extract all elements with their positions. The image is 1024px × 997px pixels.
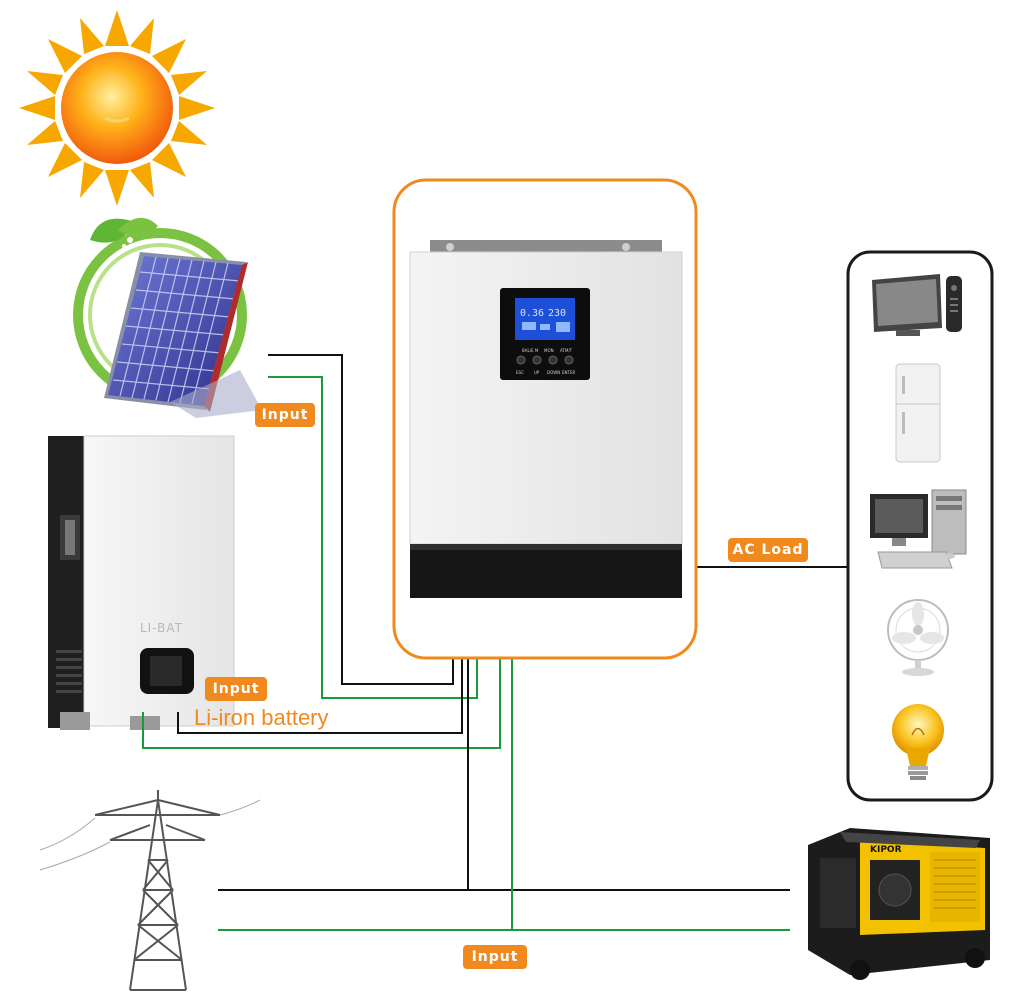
panel-button-esc[interactable]: [517, 356, 525, 364]
panel-label-enter: ENTER: [562, 370, 575, 375]
lcd-reading-right: 230: [548, 308, 566, 319]
solar-input-tag: Input: [255, 403, 315, 427]
battery-brand-label: LI-BAT: [140, 621, 183, 635]
battery-input-tag: Input: [205, 677, 267, 701]
panel-label-down: DOWN: [547, 370, 560, 375]
inverter-unit: 0.36 230 BAL/E M MON ATM/T ESC UP DOWN E…: [410, 240, 682, 598]
ac-load-tag: AC Load: [728, 538, 808, 562]
panel-label-3: ATM/T: [560, 348, 573, 353]
panel-label-1: BAL/E M: [522, 348, 539, 353]
panel-label-2: MON: [544, 348, 554, 353]
lcd-reading-left: 0.36: [520, 308, 544, 319]
sun-icon: [19, 10, 215, 206]
panel-button-enter[interactable]: [565, 356, 573, 364]
panel-label-up: UP: [534, 370, 540, 375]
panel-button-down[interactable]: [549, 356, 557, 364]
generator-brand-label: KIPOR: [870, 845, 902, 855]
panel-button-up[interactable]: [533, 356, 541, 364]
battery-caption: Li-iron battery: [194, 705, 329, 731]
computer-icon: [870, 490, 966, 568]
grid-input-tag: Input: [463, 945, 527, 969]
panel-label-esc: ESC: [516, 370, 524, 375]
solar-panel-icon: [78, 218, 262, 418]
tv-icon: [872, 274, 962, 336]
lcd-screen: [515, 298, 575, 340]
refrigerator-icon: [896, 364, 940, 462]
